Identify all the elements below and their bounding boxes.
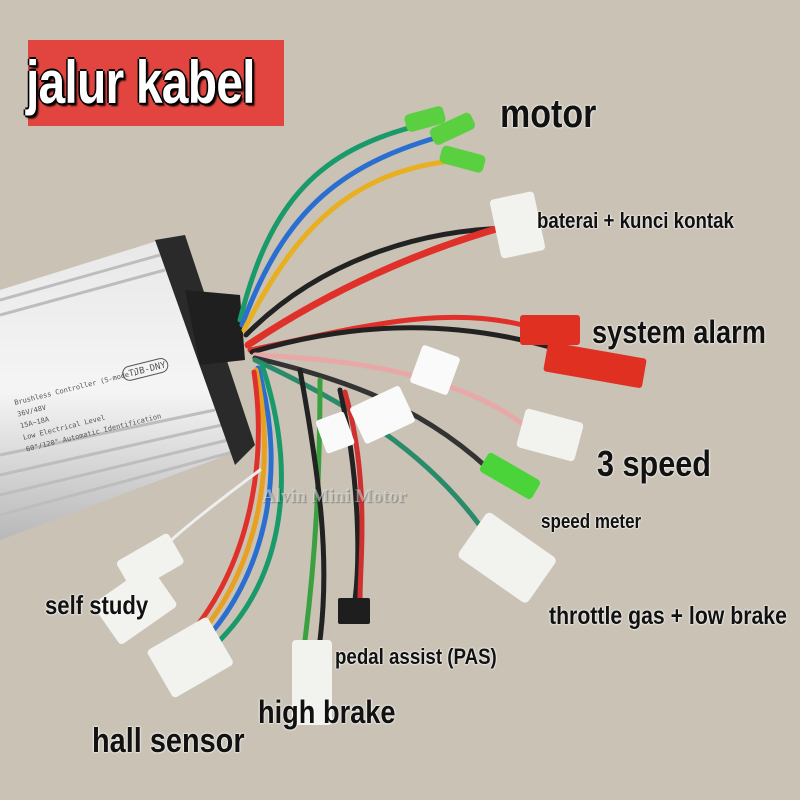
connectors bbox=[93, 106, 647, 725]
title-banner: jalur kabel bbox=[26, 40, 284, 126]
label-motor: motor bbox=[500, 92, 597, 136]
wires bbox=[148, 122, 563, 643]
label-hall-sensor: hall sensor bbox=[92, 722, 245, 760]
label-self-study: self study bbox=[45, 590, 149, 620]
controller-box: Brushless Controller (S-mode ) 36V/48V 1… bbox=[0, 235, 255, 540]
label-pas: pedal assist (PAS) bbox=[335, 644, 497, 669]
label-3-speed: 3 speed bbox=[597, 443, 711, 484]
title-text: jalur kabel bbox=[26, 49, 255, 116]
label-baterai: baterai + kunci kontak bbox=[537, 208, 734, 233]
label-throttle: throttle gas + low brake bbox=[549, 602, 787, 630]
watermark: Alvin Mini Motor bbox=[262, 486, 407, 507]
label-speed-meter: speed meter bbox=[541, 511, 642, 533]
label-high-brake: high brake bbox=[258, 694, 396, 730]
label-system-alarm: system alarm bbox=[592, 314, 766, 350]
